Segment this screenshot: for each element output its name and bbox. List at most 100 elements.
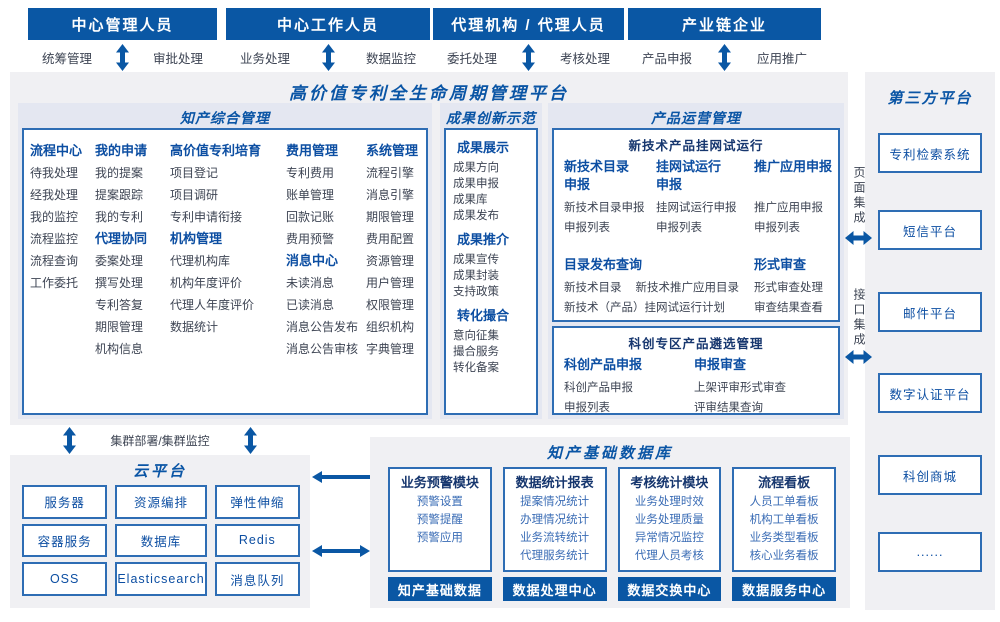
module-item: 办理情况统计 xyxy=(520,514,590,526)
section-product-operations: 产品运营管理 新技术产品挂网试运行 新技术目录申报新技术目录申报申报列表 挂网试… xyxy=(548,103,844,419)
list-item: 用户管理 xyxy=(366,276,415,290)
module-item: 预警应用 xyxy=(416,532,463,544)
list-item: 申报列表 xyxy=(564,222,610,234)
double-arrow-horizontal-icon xyxy=(312,545,370,557)
list-item: 费用预警 xyxy=(286,232,335,246)
module-item: 异常情况监控 xyxy=(634,532,704,544)
group-header: 高价值专利培育 xyxy=(170,143,262,158)
double-arrow-vertical-icon xyxy=(718,43,731,71)
menu-column: 科创产品申报科创产品申报申报列表 xyxy=(564,356,684,418)
list-item: 成果申报 xyxy=(453,178,499,190)
group-header: 代理协同 xyxy=(95,231,148,246)
list-item: 未读消息 xyxy=(286,276,335,290)
stat-module: 业务预警模块预警设置预警提醒预警应用 xyxy=(388,467,492,572)
cloud-service-box: Redis xyxy=(214,523,300,558)
third-party-system-box: 短信平台 xyxy=(878,210,982,250)
list-item: 工作委托 xyxy=(30,276,79,290)
group-header: 新技术目录申报 xyxy=(564,159,630,192)
cluster-label: 集群部署/集群监控 xyxy=(110,434,210,448)
actor-center-managers: 中心管理人员 xyxy=(28,8,217,40)
list-item: 项目调研 xyxy=(170,188,219,202)
list-item: 新技术推广应用目录 xyxy=(635,282,740,294)
list-item: 意向征集 xyxy=(453,330,499,342)
menu-column: 费用管理专利费用账单管理回款记账费用预警消息中心未读消息已读消息消息公告发布消息… xyxy=(286,140,358,360)
double-arrow-vertical-icon xyxy=(321,43,335,71)
data-center-bar: 知产基础数据 xyxy=(388,577,492,601)
list-item: 数据统计 xyxy=(170,320,219,334)
list-item: 撰写处理 xyxy=(95,276,144,290)
list-item: 机构信息 xyxy=(95,342,144,356)
platform-title: 高价值专利全生命周期管理平台 xyxy=(289,84,569,103)
data-center-bar: 数据服务中心 xyxy=(732,577,836,601)
double-arrow-horizontal-icon xyxy=(845,231,872,245)
platform-panel: 高价值专利全生命周期管理平台 知产综合管理 流程中心待我处理经我处理我的监控流程… xyxy=(10,72,848,425)
list-item: 期限管理 xyxy=(366,210,415,224)
double-arrow-horizontal-icon xyxy=(845,350,872,364)
list-item: 申报列表 xyxy=(564,402,610,414)
data-warehouse-title: 知产基础数据库 xyxy=(546,445,673,462)
data-center-bar: 数据处理中心 xyxy=(502,577,607,601)
list-item: 已读消息 xyxy=(286,298,335,312)
third-party-panel: 第三方平台 专利检索系统短信平台邮件平台数字认证平台科创商城...... xyxy=(865,72,995,610)
group-header: 流程中心 xyxy=(30,143,83,158)
list-item: 专利答复 xyxy=(95,298,144,312)
list-item: 待我处理 xyxy=(30,166,79,180)
arrow-left-icon xyxy=(312,471,370,483)
list-item: 新技术目录 xyxy=(564,282,622,294)
cluster-row: 集群部署/集群监控 xyxy=(10,426,310,455)
list-item: 机构年度评价 xyxy=(170,276,243,290)
list-item: 专利费用 xyxy=(286,166,335,180)
actor-agencies: 代理机构 / 代理人员 xyxy=(433,8,624,40)
actor-roles-row: 统筹管理 审批处理 xyxy=(28,42,217,72)
actor-industry-enterprises: 产业链企业 xyxy=(628,8,821,40)
group-header: 我的申请 xyxy=(95,143,148,158)
cloud-service-box: 弹性伸缩 xyxy=(214,485,300,519)
module-item: 代理人员考核 xyxy=(634,550,704,562)
stat-module: 考核统计模块业务处理时效业务处理质量异常情况监控代理人员考核 xyxy=(617,467,722,572)
list-item: 费用配置 xyxy=(366,232,415,246)
list-item: 账单管理 xyxy=(286,188,335,202)
role-label: 产品申报 xyxy=(642,51,693,66)
list-item: 评审结果查询 xyxy=(694,402,763,414)
list-item: 回款记账 xyxy=(286,210,335,224)
data-warehouse-modules: 业务预警模块预警设置预警提醒预警应用数据统计报表提案情况统计办理情况统计业务流转… xyxy=(388,467,836,572)
stat-module: 数据统计报表提案情况统计办理情况统计业务流转统计代理服务统计 xyxy=(502,467,607,572)
module-item: 预警提醒 xyxy=(416,514,463,526)
data-warehouse-bars: 知产基础数据数据处理中心数据交换中心数据服务中心 xyxy=(388,577,836,601)
list-item: 审查结果查看 xyxy=(754,302,823,314)
list-item: 字典管理 xyxy=(366,342,415,356)
cloud-service-box: 数据库 xyxy=(115,523,207,558)
list-item: 消息公告审核 xyxy=(286,342,359,356)
list-item: 我的提案 xyxy=(95,166,144,180)
role-label: 应用推广 xyxy=(756,51,807,66)
cloud-service-box: 服务器 xyxy=(22,485,108,519)
cloud-service-box: 容器服务 xyxy=(22,523,108,558)
third-party-system-box: 数字认证平台 xyxy=(878,373,982,413)
third-party-system-box: 科创商城 xyxy=(878,455,982,495)
page-integration-label: 页面集成 xyxy=(852,166,866,226)
group-header: 成果展示 xyxy=(457,140,510,155)
list-item: 支持政策 xyxy=(453,286,499,298)
list-item: 代理机构库 xyxy=(170,254,231,268)
module-header: 业务预警模块 xyxy=(400,475,479,490)
role-label: 审批处理 xyxy=(152,51,203,66)
actor-roles-row: 产品申报 应用推广 xyxy=(628,42,821,72)
double-arrow-vertical-icon xyxy=(243,427,257,454)
box-title: 科创专区产品遴选管理 xyxy=(628,337,764,351)
cloud-service-box: 消息队列 xyxy=(214,562,300,596)
third-party-system-box: ...... xyxy=(878,532,982,572)
data-center-bar: 数据交换中心 xyxy=(617,577,722,601)
list-item: 我的监控 xyxy=(30,210,79,224)
item-row: 新技术目录 新技术推广应用目录 xyxy=(564,278,750,298)
module-item: 业务处理时效 xyxy=(634,496,704,508)
double-arrow-vertical-icon xyxy=(522,43,535,71)
list-item: 流程查询 xyxy=(30,254,79,268)
module-item: 提案情况统计 xyxy=(520,496,590,508)
list-item: 挂网试运行申报 xyxy=(656,202,737,214)
list-item: 经我处理 xyxy=(30,188,79,202)
menu-column: 我的申请我的提案提案跟踪我的专利代理协同委案处理撰写处理专利答复期限管理机构信息 xyxy=(95,140,147,360)
group-header: 转化撮合 xyxy=(457,308,510,323)
actor-roles-row: 委托处理 考核处理 xyxy=(433,42,624,72)
group-header: 成果推介 xyxy=(457,232,510,247)
